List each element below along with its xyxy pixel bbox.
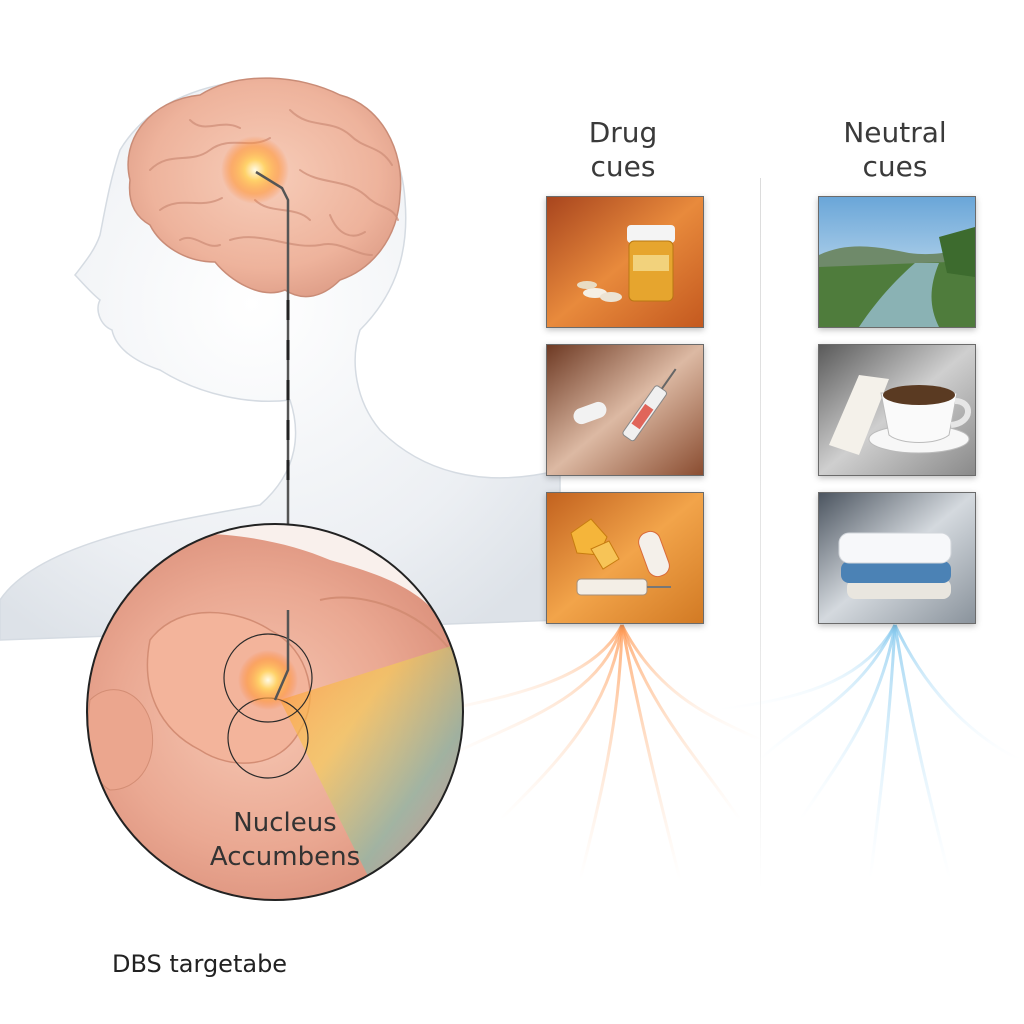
pill-bottle-and-pills-photo: [546, 196, 704, 328]
drug-cues-heading: Drug cues: [588, 116, 658, 183]
river-landscape-photo: [818, 196, 976, 328]
coffee-cup-photo: [818, 344, 976, 476]
nucleus-accumbens-zoom: [86, 523, 464, 901]
human-silhouette: [0, 79, 561, 641]
neutral-cue-waves: [719, 624, 1021, 881]
column-divider: [760, 178, 761, 890]
brain: [127, 77, 402, 298]
dbs-target-label: DBS targetabe: [112, 950, 288, 978]
nucleus-accumbens-label: Nucleus Accumbens: [209, 808, 361, 872]
syringe-and-capsule-photo: [546, 344, 704, 476]
crystals-and-syringe-photo: [546, 492, 704, 624]
neutral-cues-heading: Neutral cues: [843, 116, 947, 183]
folded-towels-photo: [818, 492, 976, 624]
